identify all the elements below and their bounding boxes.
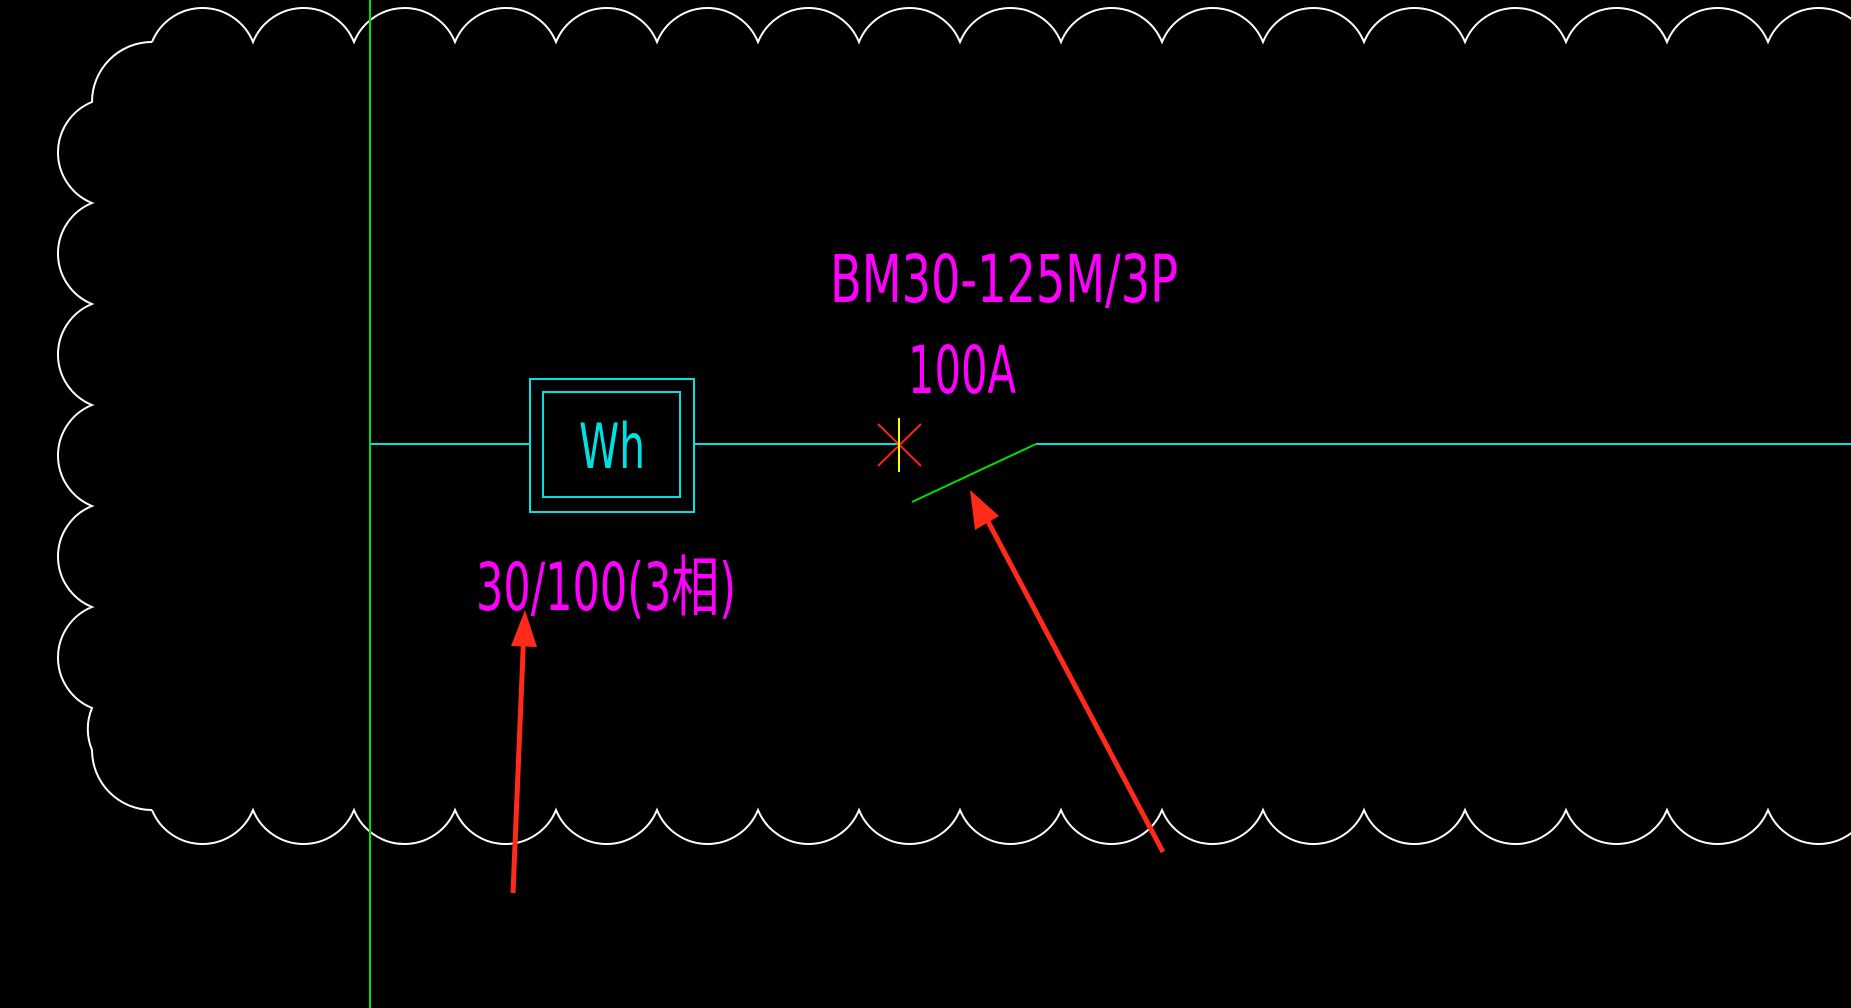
meter-rating-label: 30/100(3相) — [476, 549, 736, 626]
meter-outer-frame — [529, 378, 695, 513]
annotation-arrow-icon — [510, 610, 537, 894]
breaker-model-label: BM30-125M/3P — [830, 241, 1178, 318]
revision-cloud-left-edge — [56, 41, 153, 811]
meter-inner-frame — [542, 391, 681, 498]
meter-symbol-label: Wh — [579, 410, 645, 483]
revision-cloud — [56, 6, 1851, 846]
revision-cloud-bottom-edge — [151, 807, 1851, 846]
connection-node-cross-icon[interactable] — [877, 418, 922, 472]
revision-cloud-top-edge — [151, 6, 1851, 45]
annotation-arrow-icon-breaker — [970, 490, 1166, 854]
kwh-meter-icon[interactable]: Wh — [529, 378, 695, 513]
circuit-breaker-switch-icon[interactable] — [911, 443, 1037, 503]
breaker-current-label: 100A — [908, 332, 1016, 409]
